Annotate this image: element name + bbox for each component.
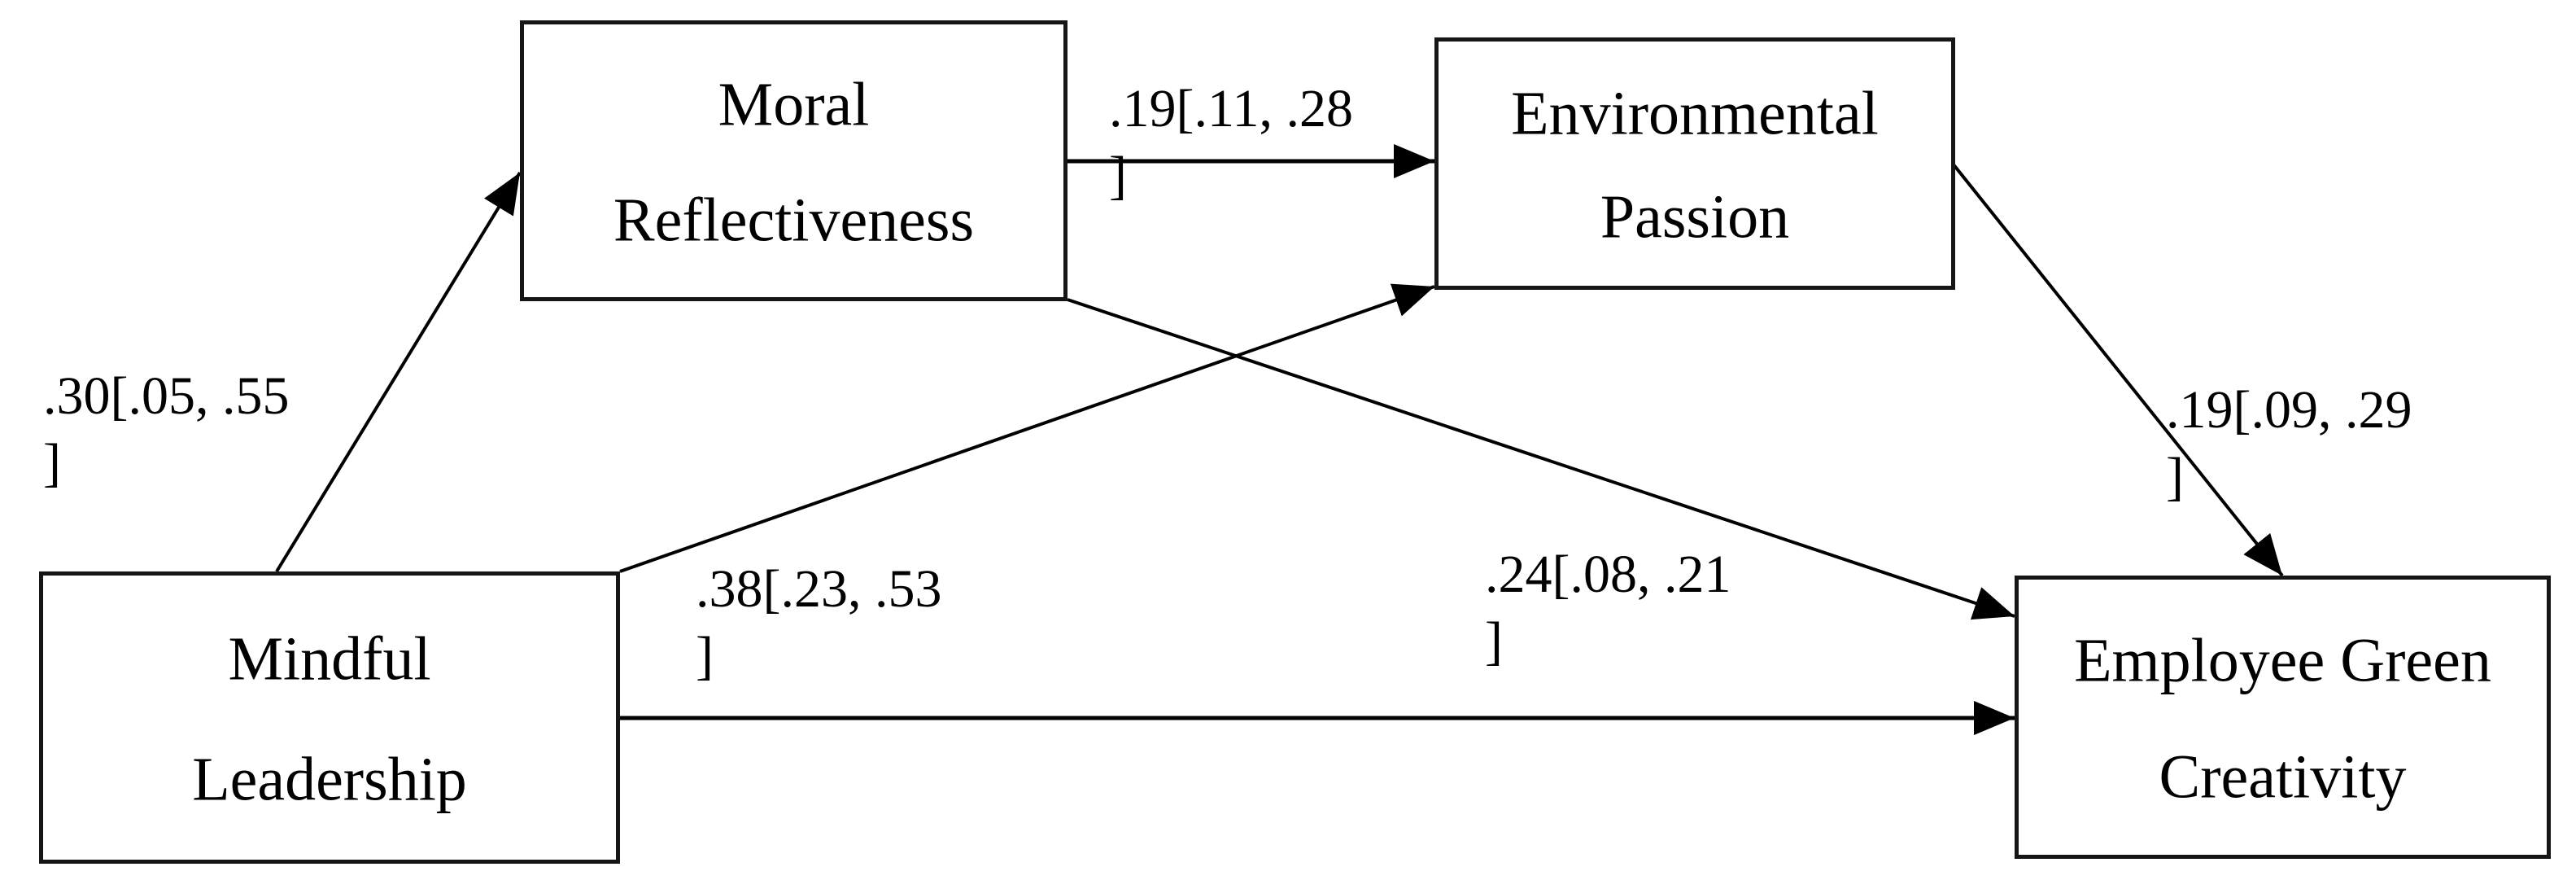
node-moral-reflectiveness: Moral Reflectiveness [520, 20, 1068, 301]
node-label: Reflectiveness [613, 186, 975, 255]
arrow-mr-to-egc [1067, 298, 2015, 620]
node-mindful-leadership: Mindful Leadership [39, 571, 620, 864]
path-coefficient-ml-to-ep: .38[.23, .53 ] [696, 559, 942, 685]
arrow-ml-to-ep [619, 283, 1435, 573]
node-label: Leadership [192, 745, 467, 814]
node-label: Moral [718, 70, 870, 139]
node-label: Mindful [228, 624, 431, 694]
node-label: Passion [1600, 182, 1790, 252]
node-label: Creativity [2159, 742, 2407, 812]
arrow-ml-to-mr [275, 171, 522, 573]
arrow-ep-to-egc [1951, 162, 2284, 577]
node-label: Employee Green [2074, 626, 2491, 695]
node-employee-green-creativity: Employee Green Creativity [2015, 576, 2551, 859]
path-coefficient-mr-to-ep: .19[.11, .28 ] [1109, 79, 1354, 205]
node-label: Environmental [1511, 79, 1879, 147]
path-coefficient-mr-to-egc: .24[.08, .21 ] [1485, 545, 1731, 671]
node-environmental-passion: Environmental Passion [1434, 37, 1955, 290]
path-coefficient-ml-to-mr: .30[.05, .55 ] [43, 366, 290, 493]
path-coefficient-ep-to-egc: .19[.09, .29 ] [2166, 380, 2412, 506]
